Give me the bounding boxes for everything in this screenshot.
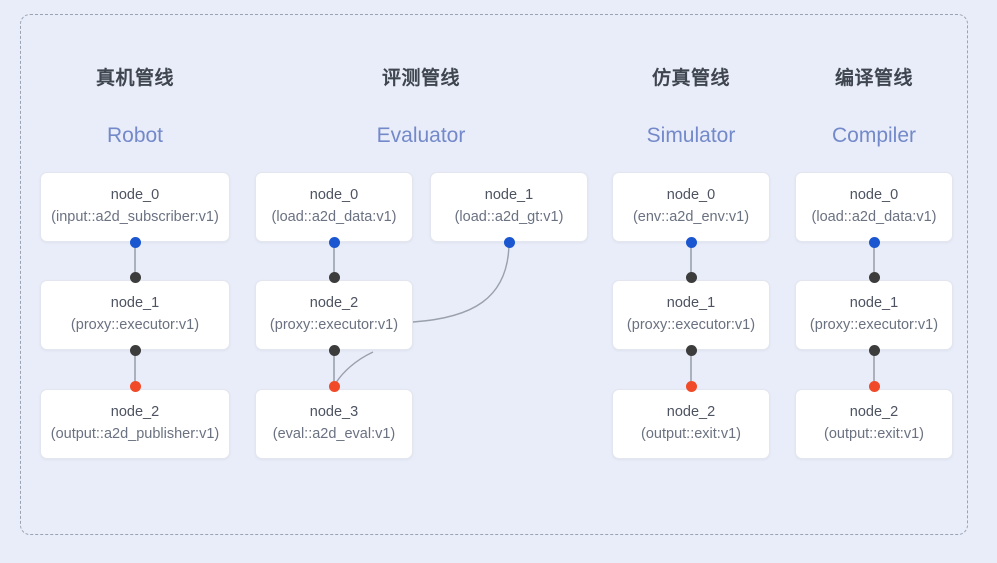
port-output-compiler-0[interactable] xyxy=(868,236,880,248)
column-title-cn-evaluator: 评测管线 xyxy=(381,68,460,89)
node-box-compiler-0[interactable]: node_0 (load::a2d_data:v1) xyxy=(795,172,953,242)
node-type: (env::a2d_env:v1) xyxy=(632,209,750,225)
port-input-simulator-2[interactable] xyxy=(685,380,697,392)
node-box-compiler-2[interactable]: node_2 (output::exit:v1) xyxy=(795,389,953,459)
column-title-en-robot: Robot xyxy=(106,124,164,147)
node-box-robot-1[interactable]: node_1 (proxy::executor:v1) xyxy=(40,280,230,350)
diagram-dashed-frame xyxy=(20,14,968,535)
node-box-evaluator-2[interactable]: node_2 (proxy::executor:v1) xyxy=(255,280,413,350)
node-type: (input::a2d_subscriber:v1) xyxy=(51,209,219,225)
node-type: (load::a2d_data:v1) xyxy=(271,209,397,225)
port-output-simulator-0[interactable] xyxy=(685,236,697,248)
port-input-robot-2[interactable] xyxy=(129,380,141,392)
node-type: (proxy::executor:v1) xyxy=(809,317,939,333)
node-box-simulator-1[interactable]: node_1 (proxy::executor:v1) xyxy=(612,280,770,350)
port-output-evaluator-0[interactable] xyxy=(328,236,340,248)
node-type: (proxy::executor:v1) xyxy=(70,317,200,333)
node-type: (output::a2d_publisher:v1) xyxy=(50,426,220,442)
port-input-robot-1[interactable] xyxy=(129,271,141,283)
node-name: node_2 xyxy=(849,404,899,421)
node-name: node_0 xyxy=(666,187,716,204)
node-type: (load::a2d_data:v1) xyxy=(811,209,937,225)
node-type: (load::a2d_gt:v1) xyxy=(454,209,564,225)
node-box-evaluator-1[interactable]: node_1 (load::a2d_gt:v1) xyxy=(430,172,588,242)
port-input-compiler-2[interactable] xyxy=(868,380,880,392)
node-box-evaluator-0[interactable]: node_0 (load::a2d_data:v1) xyxy=(255,172,413,242)
node-box-robot-0[interactable]: node_0 (input::a2d_subscriber:v1) xyxy=(40,172,230,242)
node-name: node_2 xyxy=(110,404,160,421)
port-input-evaluator-2[interactable] xyxy=(328,271,340,283)
node-name: node_3 xyxy=(309,404,359,421)
node-box-simulator-2[interactable]: node_2 (output::exit:v1) xyxy=(612,389,770,459)
node-box-robot-2[interactable]: node_2 (output::a2d_publisher:v1) xyxy=(40,389,230,459)
port-output-evaluator-2[interactable] xyxy=(328,344,340,356)
node-name: node_1 xyxy=(666,295,716,312)
node-name: node_2 xyxy=(309,295,359,312)
port-output-simulator-1[interactable] xyxy=(685,344,697,356)
column-title-en-evaluator: Evaluator xyxy=(376,124,466,147)
column-title-en-compiler: Compiler xyxy=(831,124,917,147)
column-title-en-simulator: Simulator xyxy=(646,124,736,147)
node-box-simulator-0[interactable]: node_0 (env::a2d_env:v1) xyxy=(612,172,770,242)
column-title-cn-simulator: 仿真管线 xyxy=(651,68,730,89)
node-type: (output::exit:v1) xyxy=(824,426,924,442)
node-type: (eval::a2d_eval:v1) xyxy=(272,426,396,442)
node-type: (proxy::executor:v1) xyxy=(269,317,399,333)
node-name: node_2 xyxy=(666,404,716,421)
port-input-evaluator-3[interactable] xyxy=(328,380,340,392)
node-type: (proxy::executor:v1) xyxy=(626,317,756,333)
column-title-cn-compiler: 编译管线 xyxy=(834,68,913,89)
node-box-compiler-1[interactable]: node_1 (proxy::executor:v1) xyxy=(795,280,953,350)
node-name: node_1 xyxy=(110,295,160,312)
port-input-compiler-1[interactable] xyxy=(868,271,880,283)
port-output-compiler-1[interactable] xyxy=(868,344,880,356)
node-name: node_0 xyxy=(110,187,160,204)
port-output-evaluator-1[interactable] xyxy=(503,236,515,248)
node-name: node_1 xyxy=(849,295,899,312)
port-input-simulator-1[interactable] xyxy=(685,271,697,283)
node-box-evaluator-3[interactable]: node_3 (eval::a2d_eval:v1) xyxy=(255,389,413,459)
node-name: node_0 xyxy=(309,187,359,204)
column-title-cn-robot: 真机管线 xyxy=(95,68,174,89)
node-type: (output::exit:v1) xyxy=(641,426,741,442)
node-name: node_0 xyxy=(849,187,899,204)
port-output-robot-1[interactable] xyxy=(129,344,141,356)
node-name: node_1 xyxy=(484,187,534,204)
port-output-robot-0[interactable] xyxy=(129,236,141,248)
